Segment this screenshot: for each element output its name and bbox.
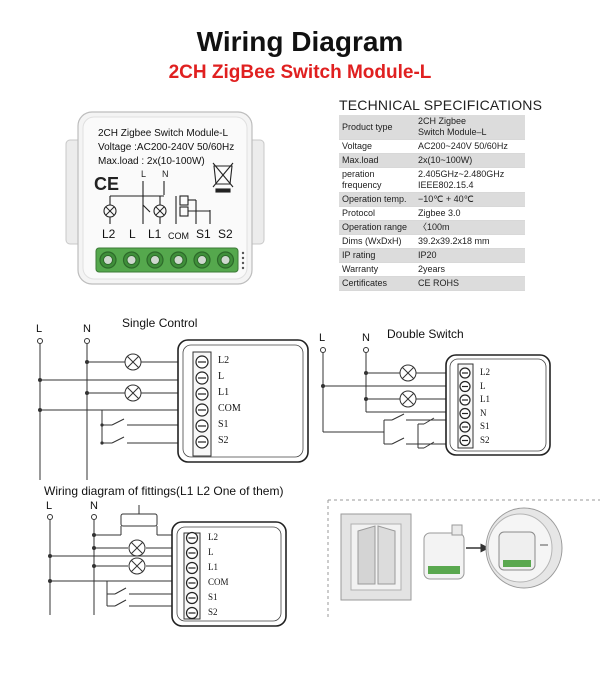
module-product: CE L N xyxy=(65,111,265,285)
weee-bin-icon xyxy=(212,162,234,193)
spec-row: Operation range〈100m xyxy=(339,220,525,235)
spec-key: Operation temp. xyxy=(339,192,415,207)
lamp-icon xyxy=(124,384,142,402)
spec-key: IP rating xyxy=(339,248,415,263)
spec-key: Max.load xyxy=(339,153,415,168)
spec-value: 39.2x39.2x18 mm xyxy=(415,234,525,249)
fittings-line-n: N xyxy=(90,500,98,512)
terminal-label: S1 xyxy=(208,592,218,602)
terminal-label: COM xyxy=(218,403,241,414)
module-max-load: Max.load : 2x(10-100W) xyxy=(98,156,205,167)
single-control-diagram xyxy=(37,338,200,480)
terminal-label: S2 xyxy=(208,607,218,617)
product-subtitle: 2CH ZigBee Switch Module-L xyxy=(168,62,432,83)
terminal-label: L2 xyxy=(218,355,230,366)
spec-value: 2years xyxy=(415,262,525,277)
module-name: 2CH Zigbee Switch Module-L xyxy=(98,128,229,139)
double-line-n: N xyxy=(362,332,370,344)
lamp-icon xyxy=(128,557,146,575)
terminal-label: L xyxy=(218,371,225,382)
terminal-label: S1 xyxy=(218,419,229,430)
spec-key: Dims (WxDxH) xyxy=(339,234,415,249)
terminal-label: N xyxy=(480,407,487,418)
fittings-diagram xyxy=(47,505,180,615)
double-line-l: L xyxy=(319,332,326,344)
spec-value: 〈100m xyxy=(415,220,525,235)
ce-mark: CE xyxy=(94,174,119,194)
terminal-label: L2 xyxy=(208,532,218,542)
double-switch-title: Double Switch xyxy=(387,327,464,341)
spec-row: Operation temp.−10℃ + 40℃ xyxy=(339,192,525,207)
module-n-label: N xyxy=(162,169,169,179)
fittings-module xyxy=(171,521,287,627)
spec-value: AC200~240V 50/60Hz xyxy=(415,139,525,154)
spec-key: Product type xyxy=(339,115,415,140)
fittings-title: Wiring diagram of fittings(L1 L2 One of … xyxy=(44,484,284,498)
lamp-icon xyxy=(399,364,417,382)
spec-key: Operation range xyxy=(339,220,415,235)
installation-illustration xyxy=(327,499,600,620)
terminal-label: L1 xyxy=(480,394,490,404)
terminal-label: L xyxy=(208,547,214,557)
module-terminal-label: COM xyxy=(168,231,189,241)
single-control-title: Single Control xyxy=(122,316,198,330)
terminal-label: L2 xyxy=(480,367,490,377)
terminal-label: S1 xyxy=(480,421,490,431)
spec-key: Warranty xyxy=(339,262,415,277)
terminal-label: COM xyxy=(208,577,229,587)
module-lamp-icon xyxy=(103,204,117,218)
terminal-label: S2 xyxy=(480,434,490,445)
spec-value: 2x(10~100W) xyxy=(415,153,525,168)
double-switch-diagram xyxy=(320,347,460,449)
spec-value: IP20 xyxy=(415,248,525,263)
spec-key: Protocol xyxy=(339,206,415,221)
spec-row: Dims (WxDxH)39.2x39.2x18 mm xyxy=(339,234,525,249)
spec-value: CE ROHS xyxy=(415,276,525,291)
module-terminal-label: L xyxy=(129,227,136,241)
wall-box-illustration xyxy=(485,507,563,589)
terminal-label: L1 xyxy=(218,387,230,398)
spec-value: −10℃ + 40℃ xyxy=(415,192,525,207)
spec-key: Voltage xyxy=(339,139,415,154)
terminal-label: L xyxy=(480,380,486,391)
single-module xyxy=(177,339,309,463)
module-l-label: L xyxy=(141,169,146,179)
module-terminal-label: S2 xyxy=(218,227,233,241)
terminal-label: L1 xyxy=(208,562,218,572)
lamp-icon xyxy=(399,390,417,408)
module-terminal-label: S1 xyxy=(196,227,211,241)
lamp-icon xyxy=(128,539,146,557)
module-terminal-label: L1 xyxy=(148,227,162,241)
module-voltage: Voltage :AC200-240V 50/60Hz xyxy=(98,142,235,153)
single-line-n: N xyxy=(83,323,91,335)
wall-switch-illustration xyxy=(340,513,412,601)
terminal-label: S2 xyxy=(218,435,229,446)
double-module xyxy=(445,354,551,456)
module-lamp-icon xyxy=(153,204,167,218)
page-title: Wiring Diagram xyxy=(196,26,404,57)
single-line-l: L xyxy=(36,323,43,335)
module-illustration xyxy=(423,524,465,580)
spec-value: Zigbee 3.0 xyxy=(415,206,525,221)
spec-key: Certificates xyxy=(339,276,415,291)
fittings-line-l: L xyxy=(46,500,53,512)
lamp-icon xyxy=(124,353,142,371)
spec-heading: TECHNICAL SPECIFICATIONS xyxy=(339,97,543,113)
module-terminal-label: L2 xyxy=(102,227,116,241)
